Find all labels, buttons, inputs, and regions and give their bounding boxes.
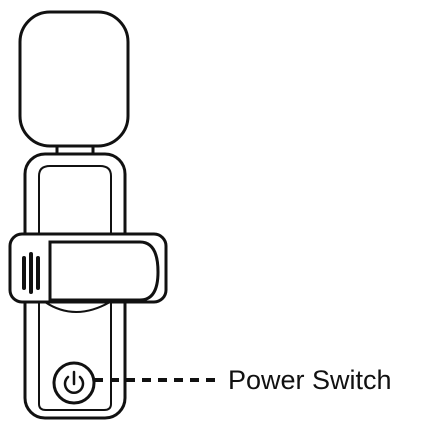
power-symbol-arc <box>63 375 85 394</box>
clip-front <box>48 240 160 302</box>
clip-bottom-arc <box>44 301 111 313</box>
mic-body-inner-outline <box>38 165 112 240</box>
mic-body-inner-outline-lower <box>38 300 112 411</box>
clip-grip-ridges <box>22 252 40 294</box>
power-icon <box>52 361 96 405</box>
power-switch-label: Power Switch <box>228 365 392 395</box>
mic-head <box>18 10 130 148</box>
